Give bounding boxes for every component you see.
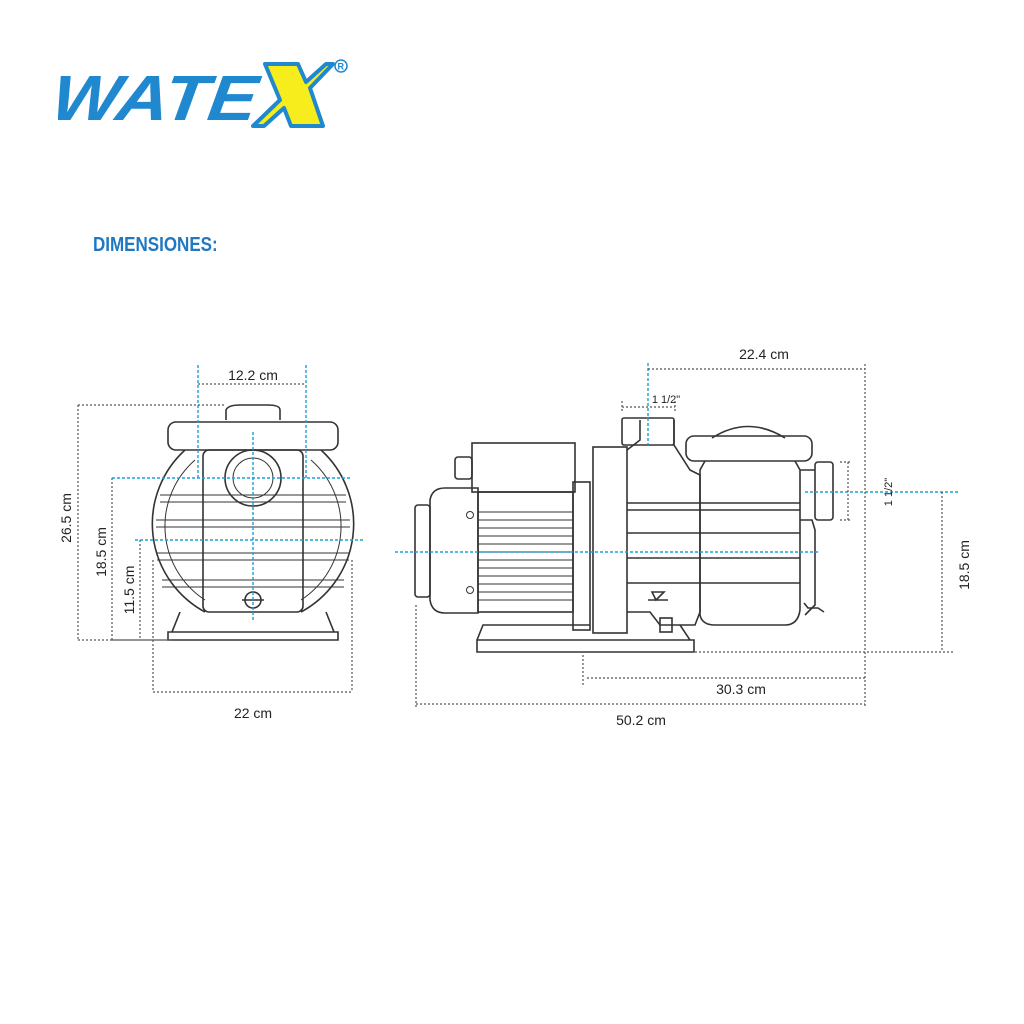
dim-axis-height: 11.5 cm [121, 566, 137, 615]
section-heading: DIMENSIONES: [93, 234, 218, 256]
watex-logo: WATE R [58, 59, 348, 134]
logo-x-mark [251, 62, 335, 128]
dim-inlet-size: 1 1/2" [883, 478, 895, 506]
dim-inlet-height-front: 18.5 cm [93, 527, 109, 577]
svg-text:WATE: WATE [58, 62, 265, 134]
dim-outlet-size: 1 1/2" [652, 394, 680, 406]
dim-port-width: 12.2 cm [228, 367, 278, 383]
dim-outlet-to-end: 22.4 cm [739, 346, 789, 362]
dim-inlet-height-side: 18.5 cm [956, 540, 972, 590]
dim-base-to-end: 30.3 cm [716, 681, 766, 697]
side-view-dimensions: 22.4 cm 1 1/2" 1 1/2" 18.5 cm 30.3 cm 50… [395, 346, 972, 728]
side-view-pump [414, 417, 834, 653]
front-view-dimensions: 12.2 cm 26.5 cm 18.5 cm 11.5 cm 22 cm [58, 365, 365, 721]
svg-text:R: R [338, 62, 345, 72]
dim-total-height: 26.5 cm [58, 493, 74, 543]
registered-icon [334, 59, 348, 73]
dim-base-width: 22 cm [234, 705, 272, 721]
dim-total-length: 50.2 cm [616, 712, 666, 728]
